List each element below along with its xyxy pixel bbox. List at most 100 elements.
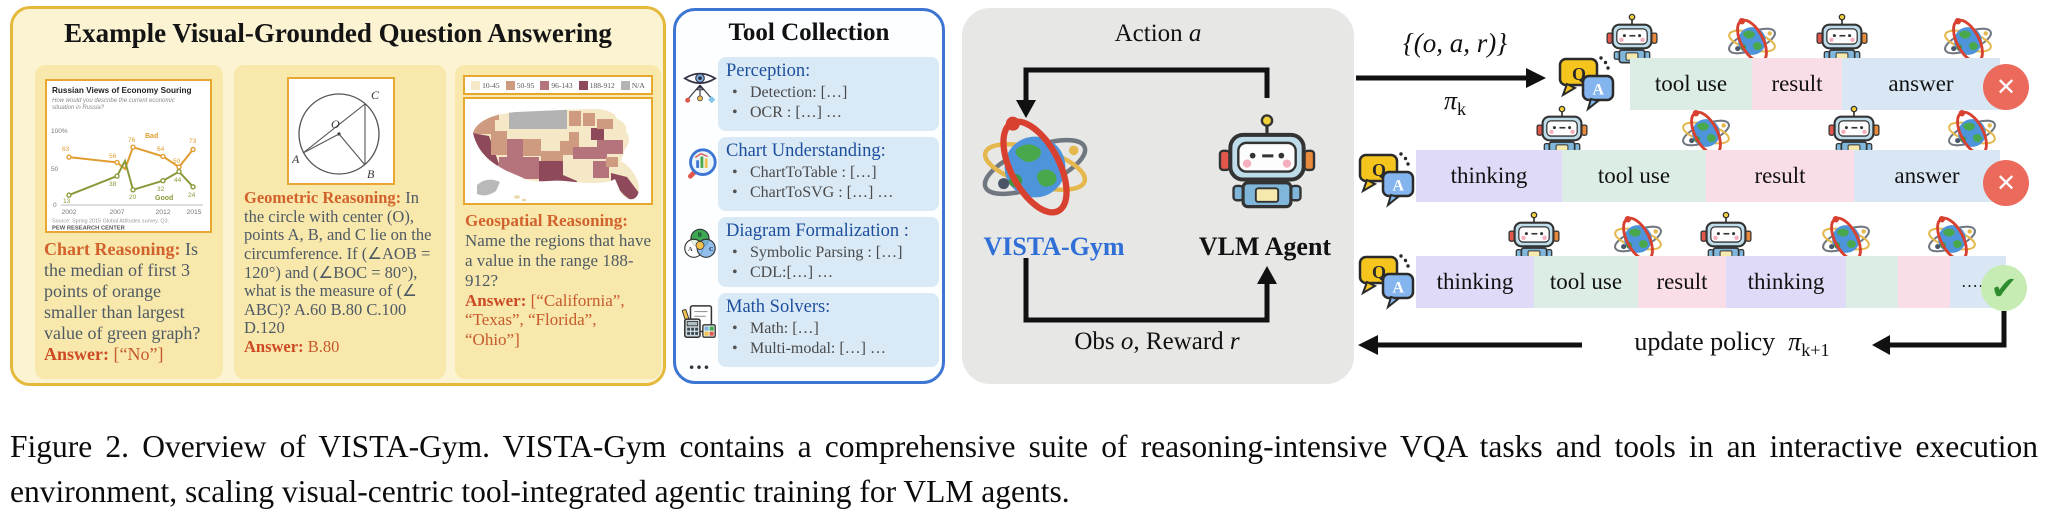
svg-text:100%: 100%: [51, 128, 68, 135]
tool-item: OCR : […] …: [726, 103, 931, 124]
svg-text:2002: 2002: [61, 209, 76, 216]
series-bad-label: Bad: [145, 133, 158, 140]
geometry-example-image: O A B C: [287, 77, 395, 185]
svg-text:C: C: [371, 88, 380, 102]
step-result: result: [1638, 256, 1726, 308]
legend-swatch: [578, 80, 588, 90]
step-thinking: thinking: [1416, 256, 1534, 308]
vista-gym-globe-icon: [976, 108, 1094, 226]
tool-item: Math: […]: [726, 319, 931, 340]
map-example-image: [463, 97, 653, 205]
svg-text:32: 32: [157, 186, 165, 193]
step-result: result: [1706, 150, 1854, 202]
action-label: Action a: [1114, 20, 1202, 47]
svg-text:2012: 2012: [155, 209, 170, 216]
tool-group-header: Perception:: [726, 61, 811, 81]
svg-text:73: 73: [189, 138, 197, 145]
svg-text:B: B: [698, 232, 702, 238]
vlm-agent-robot-icon: [1217, 113, 1317, 209]
tool-group-diagram-formalization: Diagram Formalization : Symbolic Parsing…: [718, 217, 939, 287]
qa-task-icon: [1358, 151, 1415, 207]
obs-reward-label: Obs o, Reward r: [1074, 328, 1240, 355]
map-legend: 10-45 50-95 96-143 188-912 N/A: [463, 75, 653, 95]
diagram-formalization-icon: B A C: [684, 228, 716, 258]
gym-arrows: [1016, 67, 1277, 323]
svg-text:50: 50: [51, 166, 59, 173]
svg-text:C: C: [709, 247, 713, 253]
svg-text:B: B: [367, 167, 375, 181]
svg-text:64: 64: [157, 146, 165, 153]
tool-item: ChartToTable : […]: [726, 163, 931, 184]
chart-reasoning-text: Chart Reasoning: Is the median of first …: [44, 239, 201, 365]
step-tool-use-empty: [1846, 256, 1898, 308]
step-answer: answer: [1854, 150, 2000, 202]
legend-swatch: [471, 80, 481, 90]
svg-text:2015: 2015: [186, 209, 201, 216]
tool-group-header: Diagram Formalization :: [726, 221, 909, 241]
step-tool-use: tool use: [1562, 150, 1706, 202]
tool-item: ChartToSVG : […] …: [726, 183, 931, 204]
step-tool-use: tool use: [1534, 256, 1638, 308]
example-vqa-panel: Example Visual-Grounded Question Answeri…: [10, 6, 666, 386]
success-icon: ✔: [1981, 265, 2027, 311]
svg-text:How would you describe the cur: How would you describe the current econo…: [52, 98, 175, 104]
math-solvers-icon: [681, 305, 716, 338]
svg-text:13: 13: [63, 198, 71, 205]
legend-swatch: [620, 80, 630, 90]
svg-text:63: 63: [62, 146, 70, 153]
tool-group-header: Chart Understanding:: [726, 141, 886, 161]
svg-text:situation in Russia?: situation in Russia?: [52, 105, 105, 111]
qa-task-icon: [1358, 253, 1415, 309]
tool-item: CDL:[…] …: [726, 263, 931, 284]
geospatial-reasoning-card: 10-45 50-95 96-143 188-912 N/A: [455, 65, 661, 379]
svg-text:0: 0: [53, 202, 57, 209]
us-choropleth-map: [473, 108, 640, 202]
step-result-empty: [1898, 256, 1950, 308]
step-thinking: thinking: [1726, 256, 1846, 308]
chart-credit: PEW RESEARCH CENTER: [52, 226, 126, 232]
chart-source: Source: Spring 2015 Global Attitudes sur…: [52, 219, 169, 225]
policy-k-label: πk: [1443, 86, 1467, 120]
svg-text:A: A: [291, 152, 300, 166]
perception-icon: [683, 72, 717, 104]
example-panel-title: Example Visual-Grounded Question Answeri…: [64, 18, 612, 48]
svg-text:2007: 2007: [109, 209, 124, 216]
svg-text:24: 24: [188, 192, 196, 199]
svg-text:38: 38: [109, 181, 117, 188]
svg-text:50: 50: [173, 158, 181, 165]
geometric-reasoning-card: O A B C Geometric Reasoning: In the circ…: [234, 65, 446, 379]
vista-gym-name: VISTA-Gym: [983, 232, 1125, 261]
circle-diagram: O A B C: [291, 88, 380, 181]
tool-group-math-solvers: Math Solvers: Math: […] Multi-modal: […]…: [718, 293, 939, 367]
geometric-reasoning-label: Geometric Reasoning:: [244, 188, 402, 207]
chart-reasoning-label: Chart Reasoning:: [44, 239, 181, 259]
legend-swatch: [505, 80, 515, 90]
fail-icon: ✕: [1983, 64, 2029, 110]
step-tool-use: tool use: [1630, 58, 1752, 110]
tool-group-perception: Perception: Detection: […] OCR : […] …: [718, 57, 939, 131]
more-tools-ellipsis: …: [688, 349, 712, 374]
geospatial-reasoning-text: Geospatial Reasoning: Name the regions t…: [465, 211, 651, 350]
svg-text:44: 44: [174, 177, 182, 184]
legend-swatch: [540, 80, 550, 90]
chart-reasoning-card: Russian Views of Economy Souring How wou…: [35, 65, 223, 379]
tool-item: Multi-modal: […] …: [726, 339, 931, 360]
svg-text:20: 20: [129, 194, 137, 201]
step-thinking: thinking: [1416, 150, 1562, 202]
chart-example-image: Russian Views of Economy Souring How wou…: [45, 79, 212, 233]
vlm-agent-name: VLM Agent: [1198, 232, 1332, 261]
svg-text:76: 76: [128, 137, 136, 144]
step-result: result: [1752, 58, 1842, 110]
step-answer: answer: [1842, 58, 2000, 110]
transfer-tuple-label: {(o, a, r)}: [1402, 28, 1508, 58]
tool-group-header: Math Solvers:: [726, 297, 831, 317]
figure-caption: Figure 2. Overview of VISTA-Gym. VISTA-G…: [10, 429, 2038, 510]
svg-text:O: O: [331, 117, 340, 131]
update-policy-label: update policy πk+1: [1634, 327, 1830, 361]
pew-line-chart: Russian Views of Economy Souring How wou…: [51, 86, 203, 232]
geospatial-reasoning-label: Geospatial Reasoning:: [465, 211, 628, 230]
trajectory-arrows: [1356, 68, 2007, 355]
geometric-reasoning-text: Geometric Reasoning: In the circle with …: [244, 188, 432, 357]
vista-gym-panel: Action a VISTA-Gym VLM Agent Obs o, Rewa…: [962, 8, 1354, 384]
